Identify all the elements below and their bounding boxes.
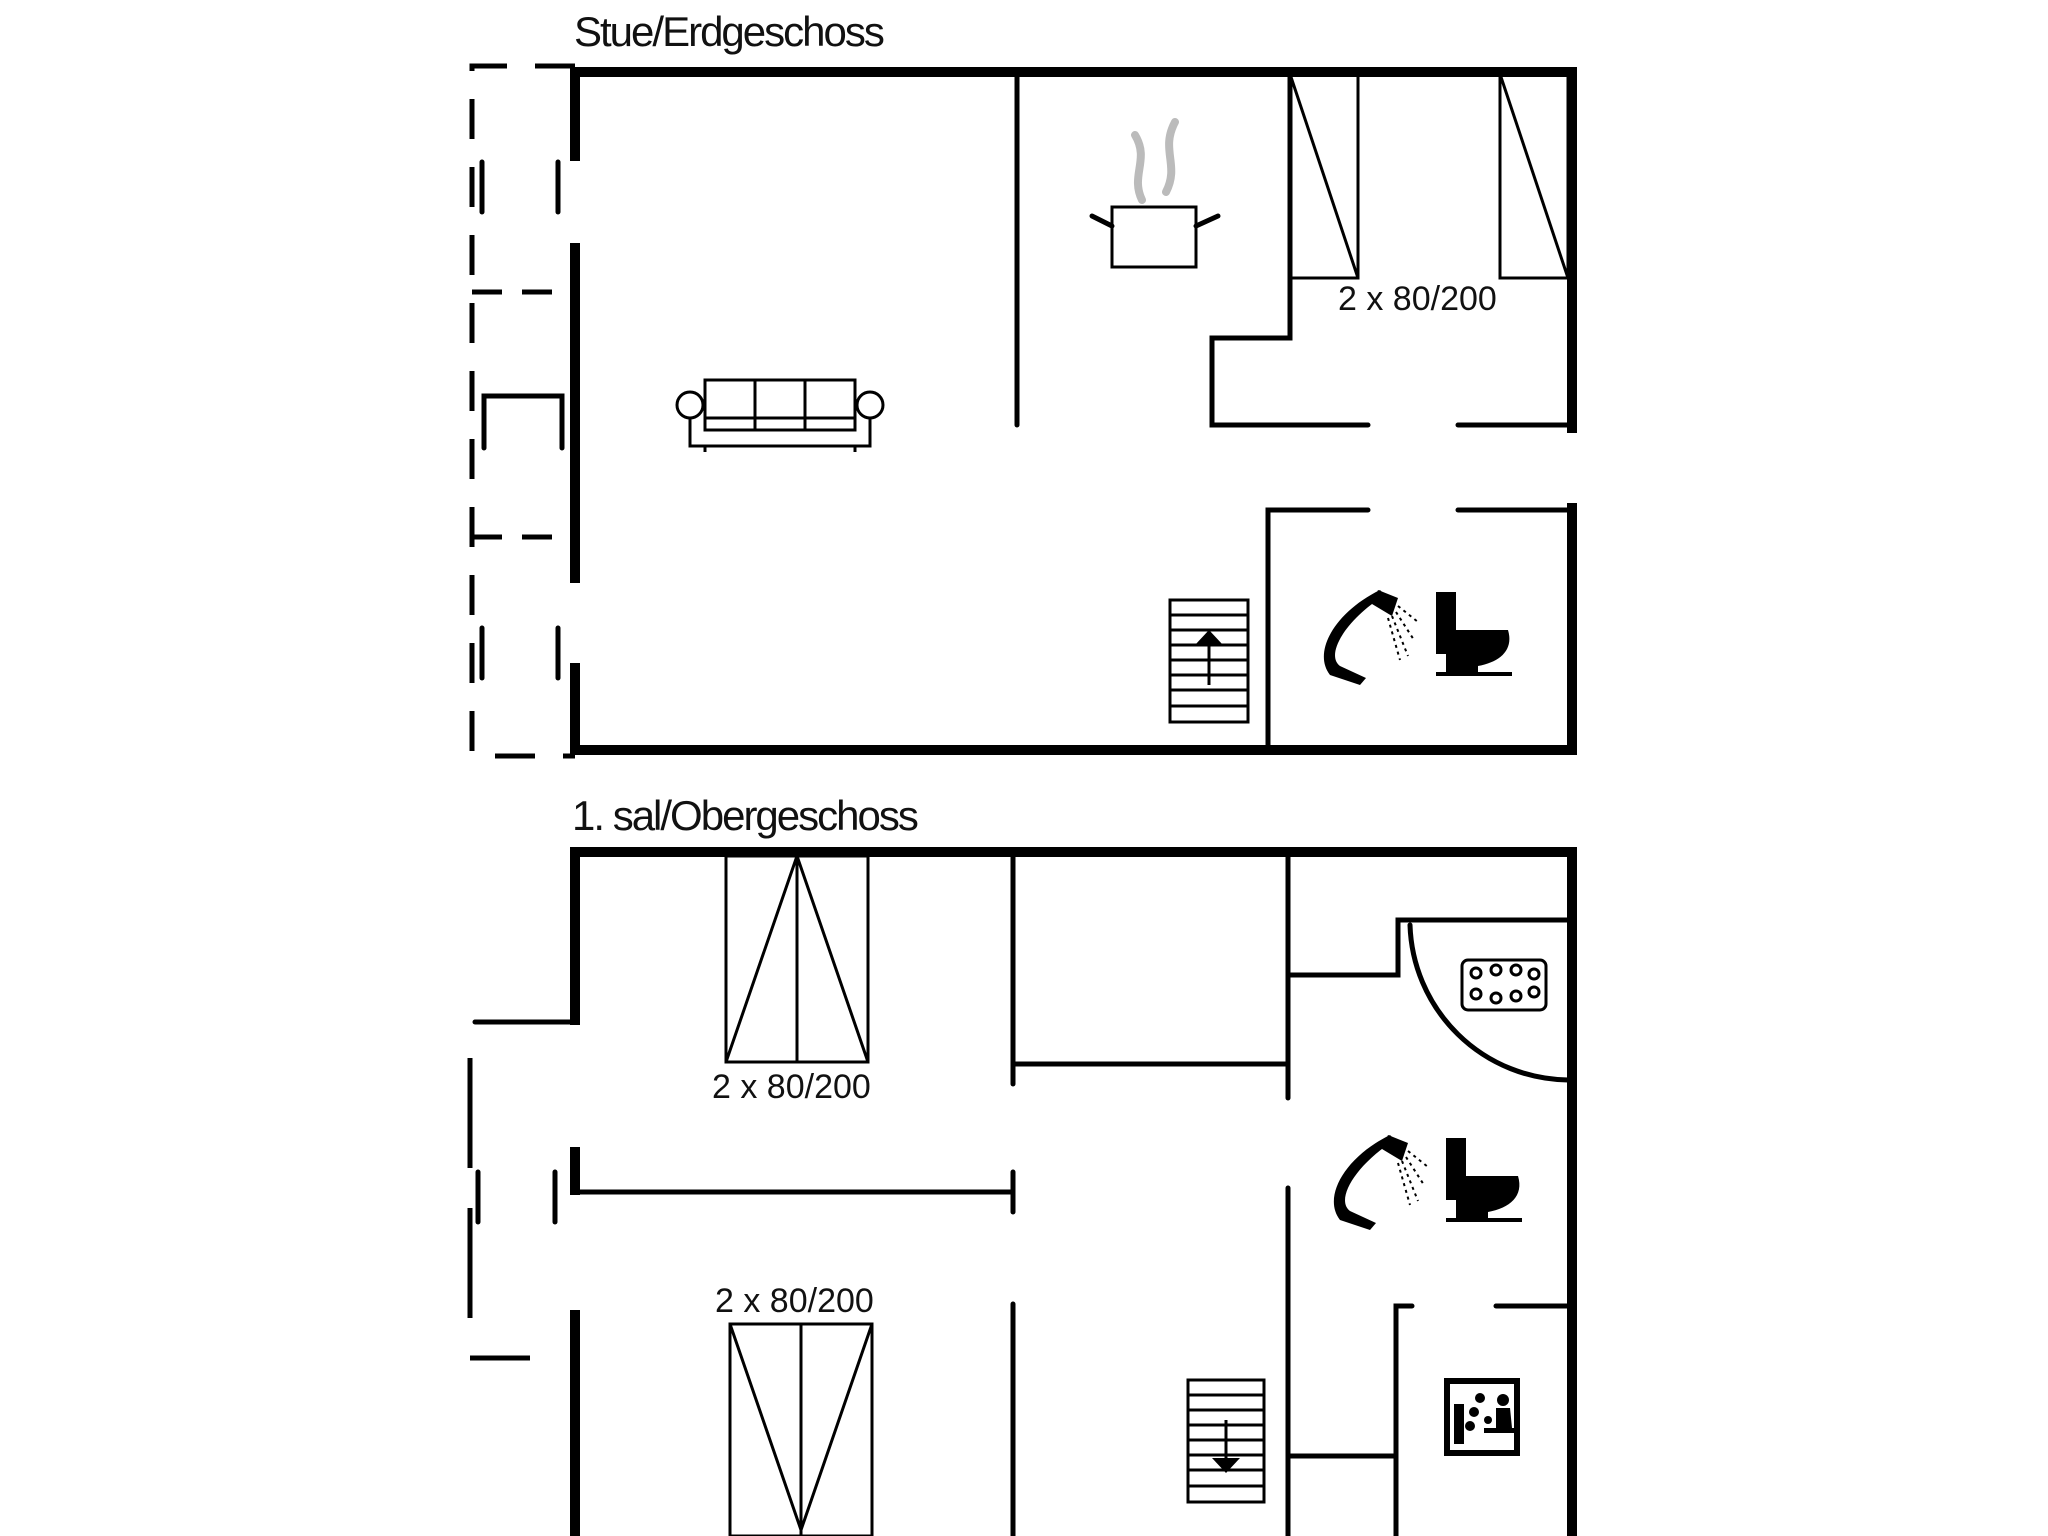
ground-floor-title: Stue/Erdgeschoss [574,8,884,55]
balcony-outline [467,1019,578,1361]
upper-exterior-walls [570,847,1577,1536]
shower-icon [1333,1135,1429,1230]
cooking-pot-icon [1089,118,1221,269]
terrace-outline [469,63,575,759]
bed-icon [1288,72,1570,280]
toilet-icon [1436,592,1512,676]
sofa-icon [675,378,885,452]
stairs-up-icon [1168,598,1250,724]
ground-exterior-walls [570,67,1577,755]
bed-size-label: 2 x 80/200 [712,1068,871,1106]
upper-floor-title: 1. sal/Obergeschoss [572,792,918,839]
bed-icon [728,1322,874,1536]
whirlpool-icon [1460,958,1548,1012]
bed-icon [724,851,870,1064]
upper-interior-walls [577,849,1575,1536]
ground-floor: Stue/Erdgeschoss [469,8,1577,759]
shower-icon [1323,590,1419,685]
toilet-icon [1446,1138,1522,1222]
bed-size-label: 2 x 80/200 [1338,280,1497,318]
upper-floor: 1. sal/Obergeschoss [467,792,1577,1536]
bed-size-label: 2 x 80/200 [715,1282,874,1320]
sauna-icon [1444,1378,1520,1456]
stairs-down-icon [1186,1378,1266,1504]
